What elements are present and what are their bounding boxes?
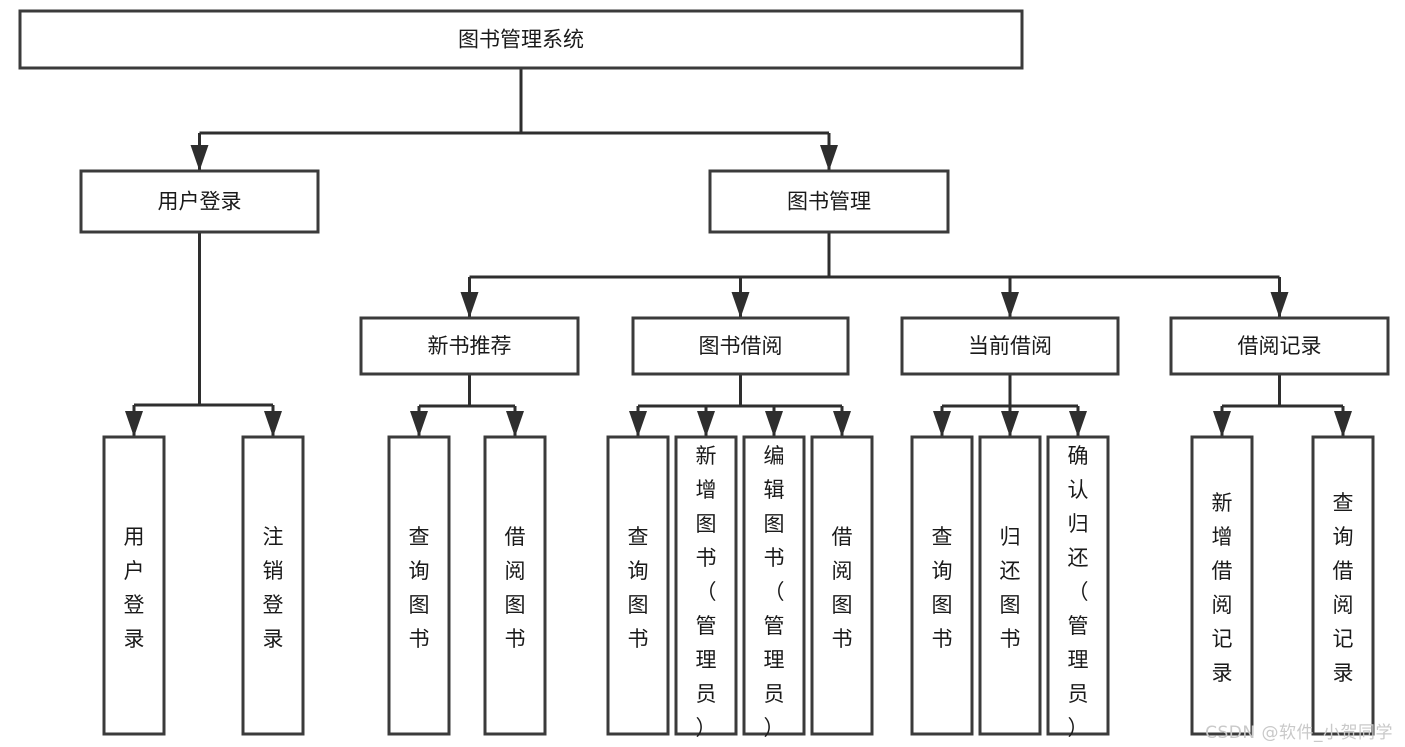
node-leaf-borrow-book-1-box[interactable]	[483, 435, 547, 736]
node-leaf-borrow-book-2-box[interactable]	[810, 435, 874, 736]
node-leaf-return-book-box[interactable]	[978, 435, 1042, 736]
node-leaf-query-book-2-box[interactable]	[606, 435, 670, 736]
arrow-head-icon	[410, 411, 428, 437]
node-leaf-confirm-return[interactable]: 确认归还（管理员）	[1046, 435, 1110, 740]
node-root-system[interactable]: 图书管理系统	[18, 9, 1024, 70]
node-leaf-borrow-book-1[interactable]: 借阅图书	[483, 435, 547, 736]
arrow-head-icon	[460, 292, 479, 318]
connector-bookmgmt-to-level3	[460, 232, 1289, 318]
node-leaf-edit-book-box[interactable]	[742, 435, 806, 736]
node-book-management[interactable]: 图书管理	[708, 169, 950, 234]
arrow-head-icon	[264, 411, 282, 437]
node-current-borrow[interactable]: 当前借阅	[900, 316, 1120, 376]
node-leaf-confirm-return-label: 确认归还（管理员）	[1068, 444, 1089, 740]
arrow-head-icon	[1270, 292, 1289, 318]
node-leaf-edit-book[interactable]: 编辑图书（管理员）	[742, 435, 806, 740]
arrow-head-icon	[697, 411, 715, 437]
node-user-login-box[interactable]	[79, 169, 320, 234]
node-current-borrow-box[interactable]	[900, 316, 1120, 376]
arrow-head-icon	[629, 411, 647, 437]
node-borrow-record-box[interactable]	[1169, 316, 1390, 376]
connector-current-to-leaves	[933, 374, 1087, 437]
node-leaf-add-record-label: 新增借阅记录	[1212, 491, 1233, 685]
csdn-watermark: CSDN @软件_小贺同学	[1205, 723, 1393, 743]
node-borrow-record-label: 借阅记录	[1238, 334, 1322, 358]
connector-recommend-to-leaves	[410, 374, 524, 437]
node-leaf-query-book-1[interactable]: 查询图书	[387, 435, 451, 736]
arrow-head-icon	[731, 292, 750, 318]
node-leaf-borrow-book-1-label: 借阅图书	[505, 525, 526, 651]
node-user-login[interactable]: 用户登录	[79, 169, 320, 234]
node-leaf-query-book-2[interactable]: 查询图书	[606, 435, 670, 736]
node-leaf-query-record-box[interactable]	[1311, 435, 1375, 736]
node-leaf-user-logout-label: 注销登录	[263, 525, 284, 651]
node-leaf-user-logout-box[interactable]	[241, 435, 305, 736]
node-leaf-user-logout[interactable]: 注销登录	[241, 435, 305, 736]
node-book-management-label: 图书管理	[787, 190, 871, 214]
node-leaf-query-book-1-label: 查询图书	[409, 525, 430, 651]
node-leaf-query-record-label: 查询借阅记录	[1333, 491, 1354, 685]
arrow-head-icon	[125, 411, 143, 437]
node-root-system-label: 图书管理系统	[458, 28, 584, 52]
node-leaf-borrow-book-2[interactable]: 借阅图书	[810, 435, 874, 736]
arrow-head-icon	[190, 145, 209, 171]
node-leaf-query-book-2-label: 查询图书	[628, 525, 649, 651]
node-leaf-user-login-label: 用户登录	[124, 525, 145, 651]
node-root-system-box[interactable]	[18, 9, 1024, 70]
arrow-head-icon	[820, 145, 838, 171]
arrow-head-icon	[1001, 411, 1019, 437]
node-new-book-recommend-label: 新书推荐	[428, 334, 512, 358]
connector-record-to-leaves	[1213, 374, 1352, 437]
node-current-borrow-label: 当前借阅	[968, 334, 1052, 358]
node-borrow-record[interactable]: 借阅记录	[1169, 316, 1390, 376]
node-leaf-add-book-label: 新增图书（管理员）	[696, 444, 717, 740]
arrow-head-icon	[833, 411, 851, 437]
arrow-head-icon	[933, 411, 951, 437]
arrow-head-icon	[1334, 411, 1352, 437]
node-leaf-query-book-3[interactable]: 查询图书	[910, 435, 974, 736]
arrow-head-icon	[1001, 292, 1019, 318]
node-book-borrow-box[interactable]	[631, 316, 850, 376]
node-leaf-add-book-box[interactable]	[674, 435, 738, 736]
node-leaf-add-record-box[interactable]	[1190, 435, 1254, 736]
node-layer: 图书管理系统用户登录图书管理新书推荐图书借阅当前借阅借阅记录用户登录注销登录查询…	[18, 9, 1390, 740]
node-leaf-query-record[interactable]: 查询借阅记录	[1311, 435, 1375, 736]
node-leaf-query-book-3-label: 查询图书	[932, 525, 953, 651]
node-user-login-label: 用户登录	[158, 190, 242, 214]
node-leaf-query-book-1-box[interactable]	[387, 435, 451, 736]
arrow-head-icon	[1213, 411, 1231, 437]
node-leaf-add-book[interactable]: 新增图书（管理员）	[674, 435, 738, 740]
node-new-book-recommend-box[interactable]	[359, 316, 580, 376]
node-book-management-box[interactable]	[708, 169, 950, 234]
node-leaf-borrow-book-2-label: 借阅图书	[832, 525, 853, 651]
node-leaf-query-book-3-box[interactable]	[910, 435, 974, 736]
arrow-head-icon	[1069, 411, 1087, 437]
node-leaf-return-book[interactable]: 归还图书	[978, 435, 1042, 736]
node-leaf-user-login-box[interactable]	[102, 435, 166, 736]
arrow-head-icon	[765, 411, 783, 437]
node-leaf-return-book-label: 归还图书	[1000, 525, 1021, 651]
node-leaf-add-record[interactable]: 新增借阅记录	[1190, 435, 1254, 736]
node-leaf-confirm-return-box[interactable]	[1046, 435, 1110, 736]
connector-root-to-level2	[190, 68, 838, 171]
connector-borrow-to-leaves	[629, 374, 851, 437]
node-new-book-recommend[interactable]: 新书推荐	[359, 316, 580, 376]
node-book-borrow[interactable]: 图书借阅	[631, 316, 850, 376]
node-leaf-edit-book-label: 编辑图书（管理员）	[764, 444, 785, 740]
connector-layer	[125, 68, 1352, 437]
connector-userlogin-to-leaves	[125, 232, 282, 437]
arrow-head-icon	[506, 411, 524, 437]
node-leaf-user-login[interactable]: 用户登录	[102, 435, 166, 736]
node-book-borrow-label: 图书借阅	[699, 334, 783, 358]
